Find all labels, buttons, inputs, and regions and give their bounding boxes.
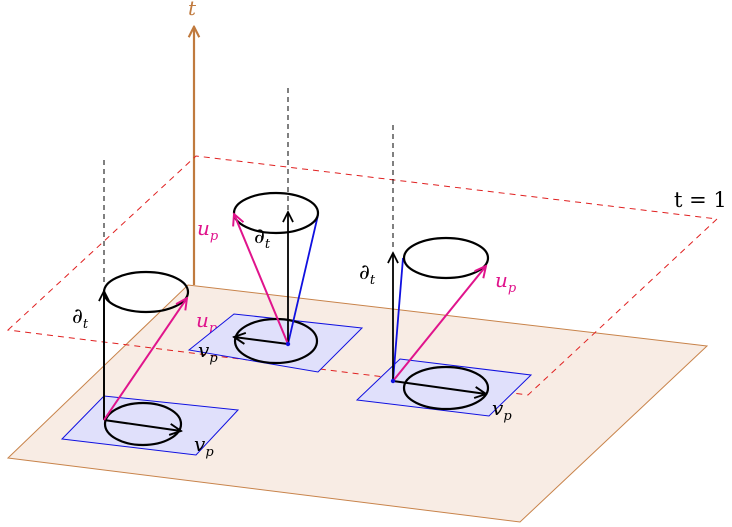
u-label-1: up (196, 308, 218, 336)
cone-right-edge-2 (287, 214, 319, 345)
v-label-1: vp (194, 432, 214, 460)
dt-label-2: ∂t (254, 224, 271, 252)
point-3: vp ∂t up (355, 125, 533, 424)
u-vector-1 (103, 298, 187, 421)
v-label-3: vp (492, 396, 512, 424)
u-vector-3 (392, 266, 486, 382)
t-axis-label: t (188, 0, 197, 20)
time-slice-label: t = 1 (674, 188, 727, 212)
base-point-2 (285, 341, 291, 347)
v-vector-3 (392, 380, 486, 394)
cone-top-1 (102, 270, 190, 314)
time-slice-t1 (6, 155, 719, 396)
point-1: vp ∂t up (60, 160, 240, 460)
cone-left-edge-3 (392, 257, 404, 382)
cone-top-2 (232, 191, 320, 235)
cone-top-3 (402, 236, 490, 280)
u-vector-2 (234, 214, 289, 345)
v-vector-1 (103, 419, 181, 431)
v-label-2: vp (198, 338, 218, 366)
base-point-3 (390, 378, 396, 384)
point-2: vp ∂t up (187, 88, 364, 373)
dt-label-3: ∂t (359, 260, 376, 288)
dt-label-1: ∂t (72, 304, 89, 332)
u-label-2: up (197, 216, 219, 244)
v-vector-2 (234, 337, 289, 345)
ground-plane (6, 284, 709, 523)
u-label-3: up (495, 268, 517, 296)
tangent-plane-1 (60, 395, 240, 456)
